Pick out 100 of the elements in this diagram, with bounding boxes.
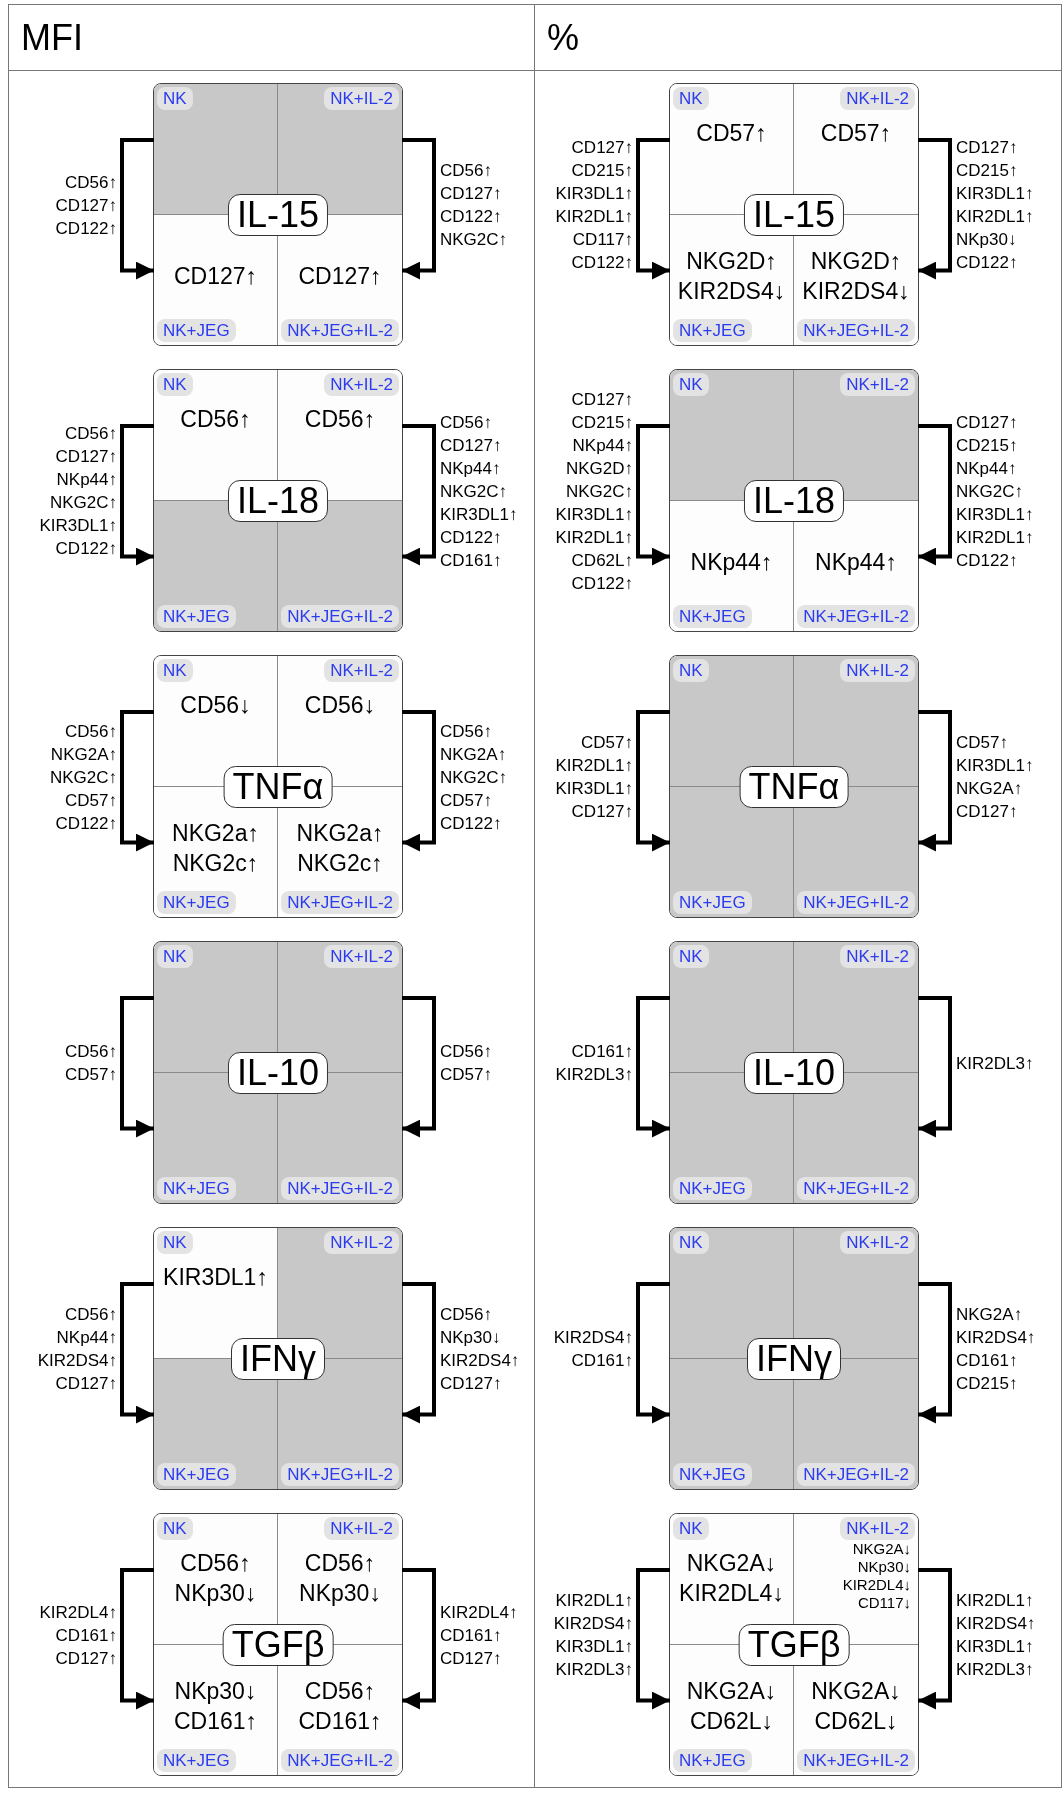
bracket-arrow: [402, 710, 436, 852]
marker-text: NKG2D↑ KIR2DS4↓: [677, 247, 786, 307]
center-label: TNFα: [223, 765, 333, 808]
bracket-arrow: [402, 996, 436, 1138]
panel-box: [153, 655, 403, 918]
center-label: IL-18: [227, 479, 329, 522]
marker-text: CD127↑: [173, 262, 258, 292]
bracket-arrow: [636, 1282, 670, 1424]
bracket-arrow: [918, 996, 952, 1138]
column-header: MFI: [21, 17, 83, 58]
condition-tag: NK+IL-2: [324, 659, 399, 682]
bracket-arrow: [918, 1282, 952, 1424]
edge-label: KIR2DS4↑ CD161↑: [553, 1327, 633, 1373]
condition-tag: NK: [673, 945, 709, 968]
marker-text: NKG2A↓ KIR2DL4↓: [679, 1549, 784, 1608]
condition-tag: NK+JEG: [673, 1463, 752, 1486]
bracket-arrow: [402, 1568, 436, 1710]
bracket-arrow: [120, 138, 154, 280]
center-label: TGFβ: [222, 1623, 334, 1666]
condition-tag: NK+JEG+IL-2: [281, 605, 399, 628]
condition-tag: NK+IL-2: [324, 1517, 399, 1540]
condition-tag: NK+IL-2: [840, 659, 915, 682]
edge-label: CD57↑ KIR3DL1↑ NKG2A↑ CD127↑: [956, 732, 1034, 824]
bracket-arrow: [918, 710, 952, 852]
marker-text: NKG2A↓ CD62L↓: [811, 1677, 901, 1737]
edge-label: CD56↑ CD127↑ CD122↑: [55, 171, 117, 240]
condition-tag: NK+JEG+IL-2: [797, 891, 915, 914]
bracket-arrow: [636, 710, 670, 852]
column-header: %: [547, 17, 579, 58]
condition-tag: NK+JEG: [157, 1463, 236, 1486]
panel-box: [669, 1513, 919, 1776]
marker-text: NKG2D↑ KIR2DS4↓: [802, 247, 910, 307]
center-label: IL-15: [227, 193, 329, 236]
condition-tag: NK: [673, 1517, 709, 1540]
edge-label: CD56↑ NKG2A↑ NKG2C↑ CD57↑ CD122↑: [440, 720, 508, 835]
center-label: TGFβ: [738, 1623, 850, 1666]
condition-tag: NK: [673, 87, 709, 110]
bracket-arrow: [120, 1282, 154, 1424]
edge-label: CD127↑ CD215↑ KIR3DL1↑ KIR2DL1↑ NKp30↓ CD122↑: [956, 137, 1034, 275]
marker-text: NKG2A↓ CD62L↓: [686, 1677, 777, 1737]
edge-label: CD127↑ CD215↑ NKp44↑ NKG2C↑ KIR3DL1↑ KIR2DL1↑ CD122↑: [956, 411, 1034, 572]
edge-label: CD56↑ CD127↑ NKp44↑ NKG2C↑ KIR3DL1↑ CD122↑ CD161↑: [440, 411, 518, 572]
edge-label: CD161↑ KIR2DL3↑: [555, 1041, 633, 1087]
edge-label: CD56↑ NKG2A↑ NKG2C↑ CD57↑ CD122↑: [49, 720, 117, 835]
marker-text: CD56↑ NKp30↓: [299, 1549, 381, 1608]
condition-tag: NK+JEG+IL-2: [797, 1463, 915, 1486]
condition-tag: NK: [673, 1231, 709, 1254]
panel-box: [669, 1227, 919, 1490]
condition-tag: NK+JEG: [157, 605, 236, 628]
condition-tag: NK: [157, 1517, 193, 1540]
bracket-arrow: [402, 1282, 436, 1424]
panel-box: [153, 83, 403, 346]
condition-tag: NK+JEG+IL-2: [797, 1749, 915, 1772]
condition-tag: NK+IL-2: [324, 1231, 399, 1254]
condition-tag: NK+JEG: [157, 1749, 236, 1772]
bracket-arrow: [636, 996, 670, 1138]
condition-tag: NK+JEG+IL-2: [797, 319, 915, 342]
marker-text: CD56↑: [180, 405, 251, 434]
bracket-arrow: [402, 424, 436, 566]
marker-text: CD57↑: [696, 119, 767, 148]
bracket-arrow: [120, 996, 154, 1138]
condition-tag: NK+JEG: [157, 891, 236, 914]
condition-tag: NK+IL-2: [324, 87, 399, 110]
panel-box: [669, 83, 919, 346]
marker-text: CD56↑: [304, 405, 376, 434]
marker-text: KIR3DL1↑: [163, 1263, 268, 1292]
edge-label: KIR2DL1↑ KIR2DS4↑ KIR3DL1↑ KIR2DL3↑: [956, 1590, 1036, 1682]
condition-tag: NK+IL-2: [324, 373, 399, 396]
bracket-arrow: [918, 1568, 952, 1710]
edge-label: CD56↑ NKp44↑ KIR2DS4↑ CD127↑: [37, 1304, 117, 1396]
condition-tag: NK+IL-2: [324, 945, 399, 968]
marker-text: CD56↓: [304, 691, 376, 720]
condition-tag: NK+JEG+IL-2: [281, 1463, 399, 1486]
condition-tag: NK+IL-2: [840, 945, 915, 968]
condition-tag: NK: [673, 659, 709, 682]
edge-label: NKG2A↑ KIR2DS4↑ CD161↑ CD215↑: [956, 1304, 1036, 1396]
bracket-arrow: [918, 138, 952, 280]
panel-box: [153, 369, 403, 632]
center-label: TNFα: [739, 765, 849, 808]
marker-text: NKp44↑: [690, 548, 773, 578]
panel-box: [669, 369, 919, 632]
marker-text: NKG2a↑ NKG2c↑: [172, 819, 259, 879]
center-label: IL-10: [743, 1051, 845, 1094]
bracket-arrow: [120, 424, 154, 566]
condition-tag: NK+JEG+IL-2: [281, 319, 399, 342]
condition-tag: NK+JEG: [157, 1177, 236, 1200]
condition-tag: NK+JEG+IL-2: [281, 1749, 399, 1772]
center-label: IL-15: [743, 193, 845, 236]
bracket-arrow: [402, 138, 436, 280]
panel-box: [153, 1513, 403, 1776]
edge-label: CD56↑ CD57↑: [440, 1041, 492, 1087]
marker-text: NKG2A↓ NKp30↓ KIR2DL4↓ CD117↓: [842, 1540, 912, 1612]
condition-tag: NK+JEG+IL-2: [281, 891, 399, 914]
condition-tag: NK+JEG+IL-2: [797, 605, 915, 628]
condition-tag: NK: [157, 87, 193, 110]
condition-tag: NK+JEG: [673, 1177, 752, 1200]
panel-box: [669, 655, 919, 918]
condition-tag: NK+JEG+IL-2: [797, 1177, 915, 1200]
marker-text: CD56↓: [180, 691, 251, 720]
condition-tag: NK: [157, 659, 193, 682]
